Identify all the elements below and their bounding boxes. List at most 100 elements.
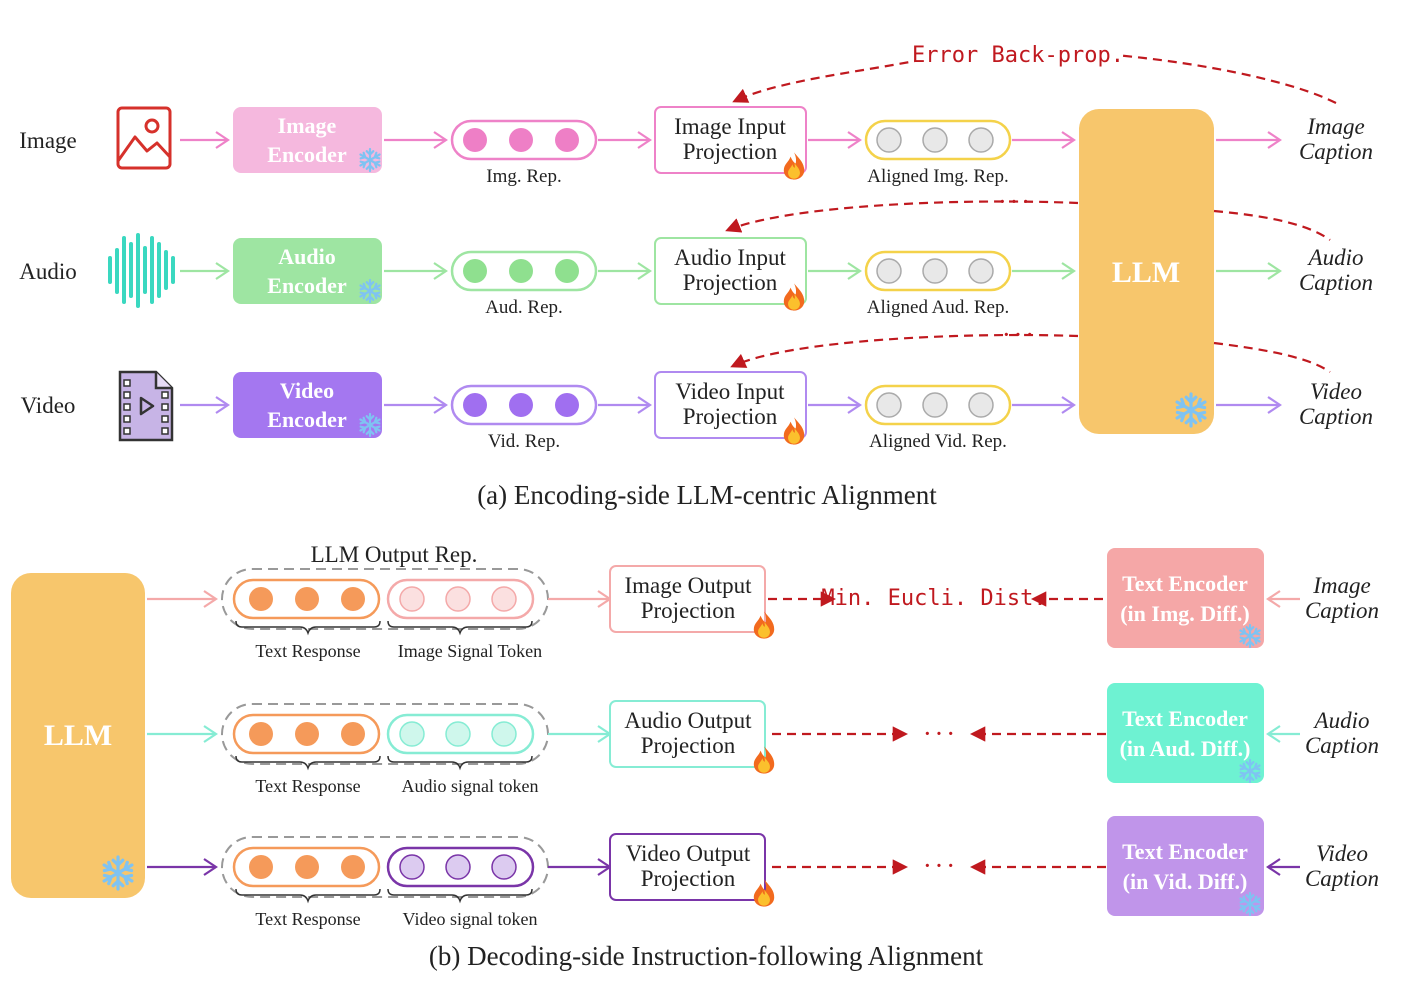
encoder-label-line-1: Video — [280, 378, 334, 403]
rep-dot-2 — [509, 393, 533, 417]
output-projection-line-2: Projection — [641, 866, 736, 891]
input-projection-box — [654, 106, 807, 174]
input-caption-line-2: Caption — [1305, 866, 1379, 891]
signal-token-dot-3 — [491, 854, 517, 880]
arrow-to-aligned-head — [847, 262, 862, 280]
signal-token-dot-2 — [445, 721, 471, 747]
text-encoder-line-1: Text Encoder — [1122, 706, 1248, 731]
rep-dot-3 — [555, 259, 579, 283]
text-encoder-line-2: (in Vid. Diff.) — [1123, 869, 1248, 894]
arrow-to-output-head — [1267, 262, 1282, 280]
signal-token-dot-1 — [399, 721, 425, 747]
rep-dot-2 — [509, 128, 533, 152]
arrow-from-llm-head — [203, 725, 218, 743]
text-response-dot-3 — [341, 722, 365, 746]
arrow-to-llm-head — [1061, 262, 1076, 280]
error-backprop-label: Error Back-prop. — [912, 43, 1124, 68]
output-projection-box — [609, 833, 766, 901]
text-encoder-line-1: Text Encoder — [1122, 571, 1248, 596]
arrow-to-llm-head — [1061, 396, 1076, 414]
input-caption-line-2: Caption — [1305, 598, 1379, 623]
error-backprop-arrows — [725, 48, 1337, 373]
input-projection-box — [654, 371, 807, 439]
modality-label: Audio — [19, 259, 77, 284]
input-projection-box — [654, 237, 807, 305]
aligned-dot-2 — [922, 392, 948, 418]
text-response-label: Text Response — [255, 641, 360, 661]
arrow-to-text-encoder-head — [1266, 858, 1281, 876]
text-encoder-box — [1107, 548, 1264, 648]
arrow-to-rep-head — [433, 131, 448, 149]
output-projection-line-1: Video Output — [626, 841, 751, 866]
projection-label-line-1: Video Input — [675, 379, 785, 404]
arrow-to-encoder-head — [215, 262, 230, 280]
aligned-dot-1 — [876, 258, 902, 284]
aligned-dot-1 — [876, 392, 902, 418]
audio-waveform-icon — [108, 233, 175, 308]
projection-label-line-1: Image Input — [674, 114, 786, 139]
decoding-ellipsis-1: · · · — [924, 723, 954, 745]
arrow-to-encoder-head — [215, 131, 230, 149]
aligned-label: Aligned Aud. Rep. — [867, 297, 1010, 318]
text-response-dot-2 — [295, 722, 319, 746]
output-projection-line-2: Projection — [641, 598, 736, 623]
rep-dot-1 — [463, 393, 487, 417]
decoding-row-3: Text Response Video signal token Video Out… — [147, 816, 1379, 929]
text-encoder-line-1: Text Encoder — [1122, 839, 1248, 864]
text-response-dot-2 — [295, 587, 319, 611]
text-response-dot-1 — [249, 855, 273, 879]
rep-dot-1 — [463, 259, 487, 283]
output-projection-line-1: Audio Output — [624, 708, 752, 733]
signal-token-dot-2 — [445, 854, 471, 880]
decoding-ellipsis-2: · · · — [924, 855, 954, 877]
text-response-label: Text Response — [255, 909, 360, 929]
input-caption-line-1: Image — [1312, 573, 1370, 598]
aligned-dot-3 — [968, 392, 994, 418]
output-caption-line-1: Audio — [1307, 245, 1364, 270]
signal-token-dot-3 — [491, 586, 517, 612]
signal-token-label: Video signal token — [403, 909, 538, 929]
encoding-ellipsis-2: · · · — [1003, 324, 1033, 346]
text-response-dot-1 — [249, 722, 273, 746]
output-caption-line-1: Image — [1306, 114, 1364, 139]
aligned-dot-1 — [876, 127, 902, 153]
text-response-dot-3 — [341, 587, 365, 611]
encoder-box — [233, 372, 382, 438]
rep-label: Aud. Rep. — [485, 297, 563, 318]
rep-dot-3 — [555, 393, 579, 417]
arrow-to-projection-head — [637, 396, 652, 414]
output-caption-line-2: Caption — [1299, 139, 1373, 164]
aligned-dot-3 — [968, 258, 994, 284]
signal-token-brace — [387, 888, 533, 904]
signal-token-dot-1 — [399, 854, 425, 880]
text-encoder-line-2: (in Img. Diff.) — [1120, 601, 1250, 626]
arrow-to-text-encoder-head — [1266, 725, 1281, 743]
arrow-to-output-head — [1267, 396, 1282, 414]
output-caption-line-1: Video — [1310, 379, 1362, 404]
signal-token-brace — [387, 755, 533, 771]
decoding-llm-label: LLM — [44, 719, 112, 752]
encoder-label-line-2: Encoder — [267, 407, 347, 432]
encoder-box — [233, 238, 382, 304]
decoding-caption: (b) Decoding-side Instruction-following … — [429, 941, 984, 971]
text-response-dot-2 — [295, 855, 319, 879]
encoder-label-line-2: Encoder — [267, 142, 347, 167]
text-response-label: Text Response — [255, 776, 360, 796]
modality-label: Video — [21, 393, 76, 418]
input-caption-line-1: Video — [1316, 841, 1368, 866]
rep-dot-1 — [463, 128, 487, 152]
projection-label-line-1: Audio Input — [674, 245, 786, 270]
projection-label-line-2: Projection — [683, 270, 778, 295]
aligned-label: Aligned Img. Rep. — [867, 166, 1008, 187]
text-encoder-box — [1107, 816, 1264, 916]
encoding-llm-label: LLM — [1112, 256, 1180, 289]
decoding-llm-block — [11, 573, 145, 898]
rep-label: Img. Rep. — [486, 166, 561, 187]
text-response-brace — [235, 755, 381, 771]
output-projection-box — [609, 700, 766, 768]
